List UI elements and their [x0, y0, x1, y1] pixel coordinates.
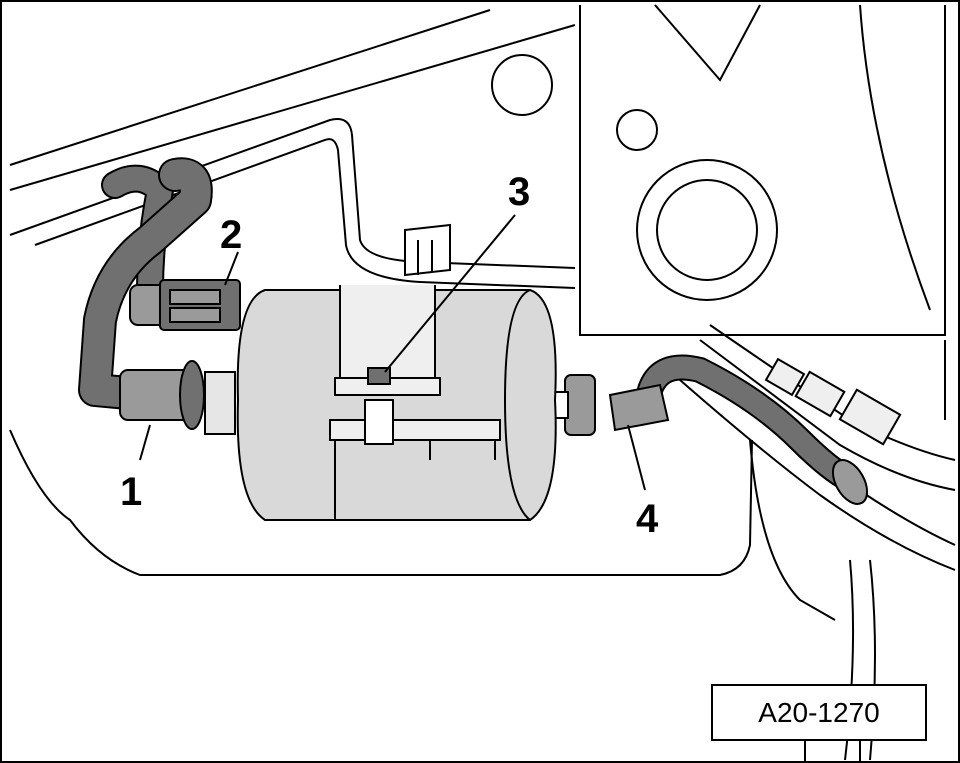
- fuel-filter: [236, 223, 557, 521]
- callout-4: 4: [636, 497, 659, 541]
- body-structure: [9, 4, 946, 763]
- figure-id-label: A20-1270: [758, 697, 879, 728]
- inlet-hoses: [78, 157, 241, 435]
- figure-id-box: A20-1270: [711, 684, 927, 741]
- outlet-hose: [551, 354, 869, 505]
- callout-1: 1: [120, 470, 142, 514]
- callout-3: 3: [508, 170, 530, 214]
- callout-2: 2: [220, 213, 242, 257]
- leader-lines: [139, 214, 646, 491]
